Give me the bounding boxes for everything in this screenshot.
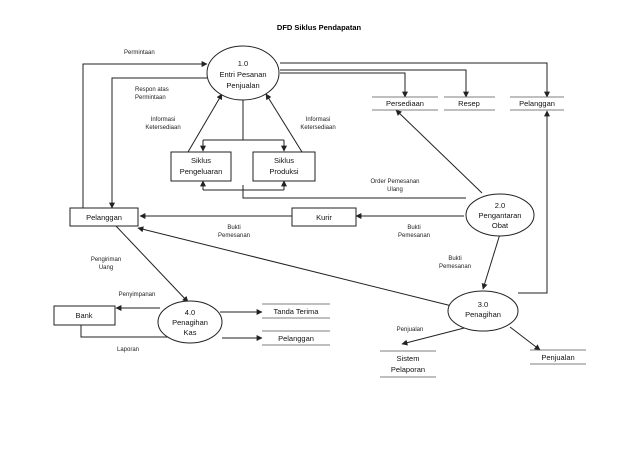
- store-pelanggan-2[interactable]: Pelanggan: [262, 330, 330, 346]
- process-4-line1: Penagihan: [172, 318, 208, 327]
- label-order-2: Ulang: [387, 187, 403, 193]
- entity-siklus-produksi[interactable]: Siklus Produksi: [252, 151, 316, 182]
- flow-p3-pelanggan-store: [518, 110, 550, 294]
- process-1-entri-pesanan[interactable]: 1.0 Entri Pesanan Penjualan: [206, 45, 280, 101]
- entity-bank-label: Bank: [75, 311, 92, 320]
- entity-siklus-pengeluaran[interactable]: Siklus Pengeluaran: [170, 151, 232, 182]
- label-respon-1: Respon atas: [135, 87, 169, 93]
- label-pengiriman-1: Pengiriman: [91, 257, 121, 263]
- entity-kurir[interactable]: Kurir: [291, 207, 357, 227]
- label-bukti-p3-1: Bukti: [448, 256, 461, 262]
- label-info-kiri-1: Informasi: [151, 117, 176, 123]
- flow-order-stem: [242, 185, 466, 199]
- process-2-number: 2.0: [495, 201, 505, 210]
- store-sistem-pelaporan-line1: Sistem: [397, 354, 420, 363]
- process-4-number: 4.0: [185, 308, 195, 317]
- store-tanda-terima[interactable]: Tanda Terima: [262, 303, 330, 319]
- flow-p1-resep: [280, 69, 469, 98]
- label-bukti-p3-2: Pemesanan: [439, 264, 471, 270]
- flow-p3-pelanggan: [137, 226, 457, 308]
- process-4-line2: Kas: [184, 328, 197, 337]
- flow-p1-pelanggan-store: [280, 62, 550, 98]
- store-resep[interactable]: Resep: [444, 96, 495, 111]
- store-pelanggan-2-label: Pelanggan: [278, 334, 314, 343]
- flow-p2-persediaan: [395, 109, 483, 194]
- store-penjualan[interactable]: Penjualan: [530, 349, 586, 365]
- store-penjualan-label: Penjualan: [541, 353, 574, 362]
- process-3-line1: Penagihan: [465, 310, 501, 319]
- store-resep-label: Resep: [458, 99, 480, 108]
- process-3-penagihan[interactable]: 3.0 Penagihan: [447, 290, 519, 332]
- process-1-line2: Penjualan: [226, 81, 259, 90]
- entity-siklus-pengeluaran-line1: Siklus: [191, 156, 211, 165]
- store-pelanggan-label: Pelanggan: [519, 99, 555, 108]
- label-info-kanan-1: Informasi: [306, 117, 331, 123]
- label-penyimpanan: Penyimpanan: [119, 292, 156, 298]
- entity-bank[interactable]: Bank: [53, 305, 116, 326]
- entity-kurir-label: Kurir: [316, 213, 332, 222]
- flow-p1-persediaan: [280, 72, 408, 98]
- label-order-1: Order Pemesanan: [370, 179, 419, 185]
- label-permintaan: Permintaan: [124, 50, 155, 56]
- entity-siklus-pengeluaran-line2: Pengeluaran: [180, 167, 223, 176]
- entity-siklus-produksi-line2: Produksi: [269, 167, 299, 176]
- process-3-number: 3.0: [478, 300, 488, 309]
- label-bukti-kurir-1: Bukti: [227, 225, 240, 231]
- process-1-line1: Entri Pesanan: [219, 70, 266, 79]
- flow-info-ketersediaan-kanan: [265, 93, 303, 153]
- label-bukti-p2-1: Bukti: [407, 225, 420, 231]
- flow-pengiriman-uang: [115, 225, 189, 303]
- diagram-title: DFD Siklus Pendapatan: [277, 23, 362, 32]
- store-persediaan[interactable]: Persediaan: [372, 96, 438, 111]
- flow-respon-permintaan: [109, 77, 207, 209]
- flow-p3-penjualan: [509, 326, 541, 351]
- label-bukti-p2-2: Pemesanan: [398, 233, 430, 239]
- entity-pelanggan[interactable]: Pelanggan: [69, 207, 139, 227]
- label-respon-2: Permintaan: [135, 95, 166, 101]
- process-2-line1: Pengantaran: [479, 211, 522, 220]
- process-2-line2: Obat: [492, 221, 509, 230]
- flow-permintaan: [82, 61, 208, 210]
- process-4-penagihan-kas[interactable]: 4.0 Penagihan Kas: [157, 300, 223, 344]
- process-2-pengantaran[interactable]: 2.0 Pengantaran Obat: [465, 193, 535, 237]
- label-bukti-kurir-2: Pemesanan: [218, 233, 250, 239]
- label-info-kanan-2: Ketersediaan: [300, 125, 335, 131]
- label-penjualan-flow: Penjualan: [397, 327, 424, 333]
- label-laporan: Laporan: [117, 347, 139, 353]
- flow-p2-p3: [481, 233, 501, 290]
- process-1-number: 1.0: [238, 59, 248, 68]
- store-persediaan-label: Persediaan: [386, 99, 424, 108]
- flow-p3-sistem-pelaporan: [401, 325, 473, 346]
- entity-pelanggan-label: Pelanggan: [86, 213, 122, 222]
- flow-info-ketersediaan-kiri: [187, 93, 223, 153]
- store-sistem-pelaporan-line2: Pelaporan: [391, 365, 425, 374]
- store-pelanggan[interactable]: Pelanggan: [510, 96, 564, 111]
- label-pengiriman-2: Uang: [99, 265, 113, 271]
- store-tanda-terima-label: Tanda Terima: [274, 307, 320, 316]
- entity-siklus-produksi-line1: Siklus: [274, 156, 294, 165]
- store-sistem-pelaporan[interactable]: Sistem Pelaporan: [380, 350, 436, 378]
- label-info-kiri-2: Ketersediaan: [145, 125, 180, 131]
